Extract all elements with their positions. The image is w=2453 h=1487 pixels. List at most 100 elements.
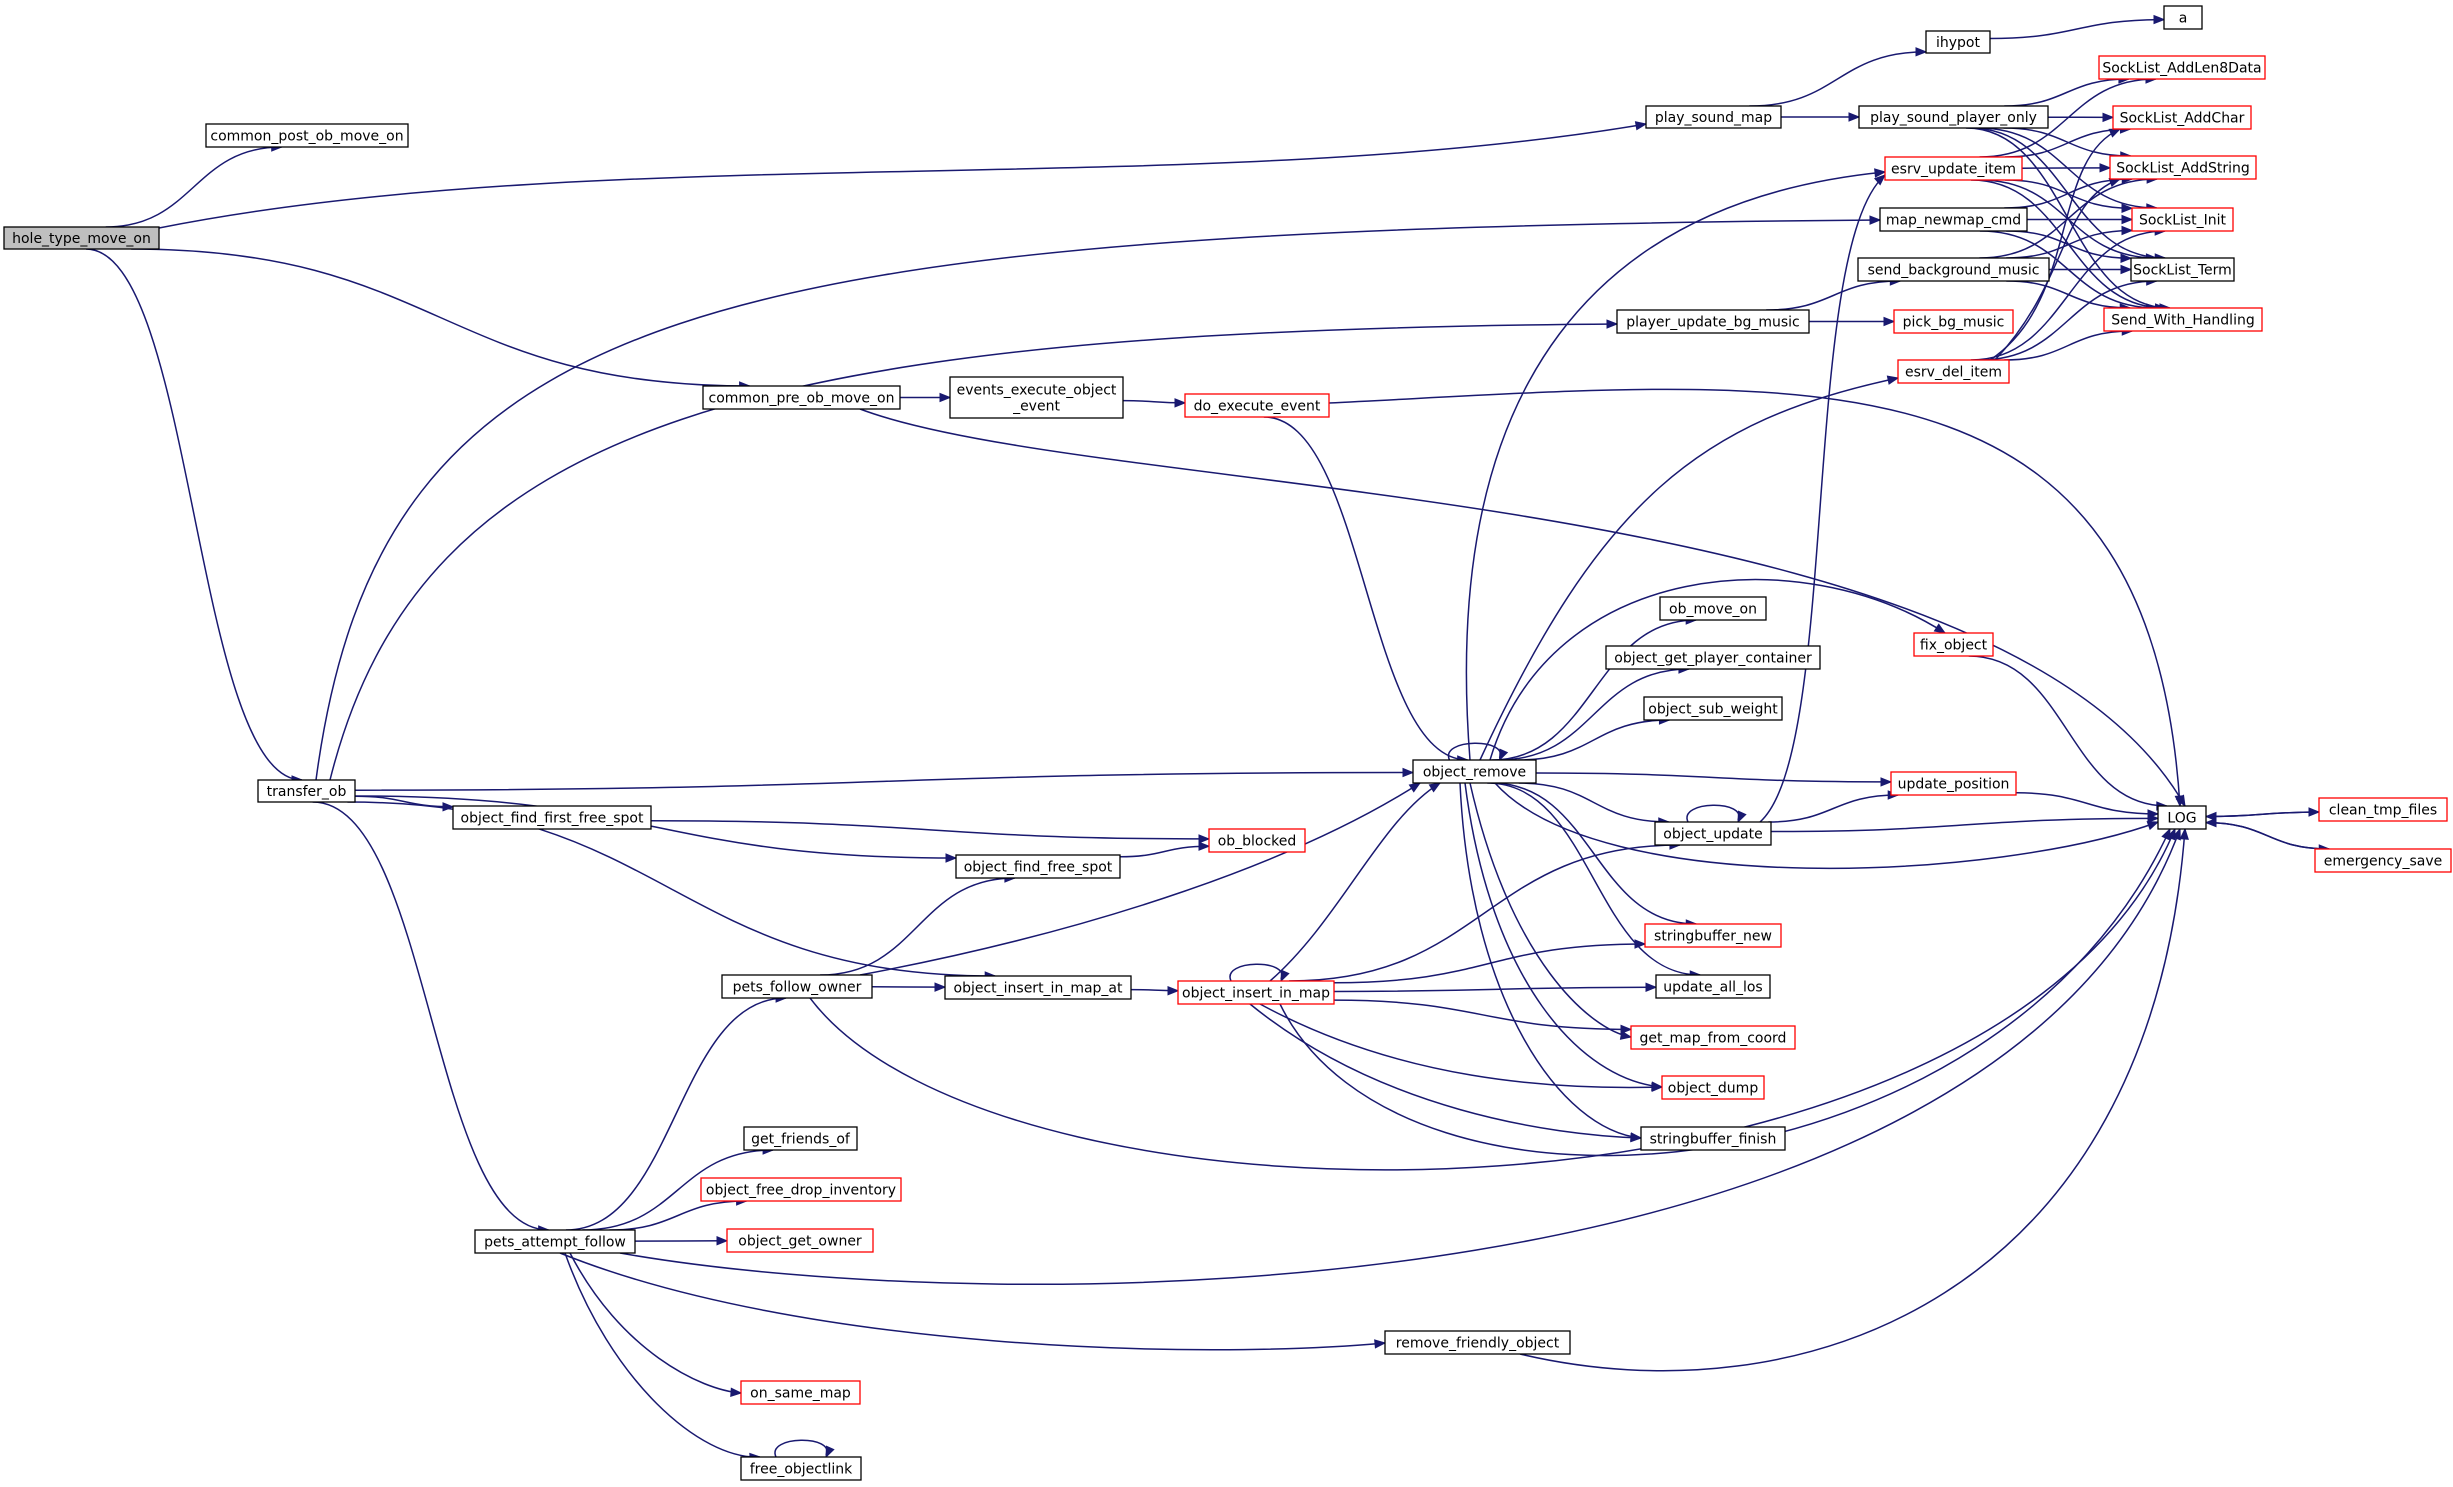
node-events-execute-object-event[interactable]: events_execute_object_event [949, 376, 1124, 419]
node-common-post-ob-move-on[interactable]: common_post_ob_move_on [205, 123, 409, 148]
node-box [1893, 309, 2014, 334]
node-pick-bg-music[interactable]: pick_bg_music [1893, 309, 2014, 334]
edge-arrowhead [1198, 841, 1211, 851]
node-box [474, 1229, 636, 1254]
node-box [740, 1456, 862, 1481]
node-fix-object[interactable]: fix_object [1913, 632, 1994, 657]
call-edge-hole_type_move_on-to-play_sound_map [158, 123, 1647, 229]
node-box [1643, 696, 1783, 721]
edge-arrowhead [2121, 203, 2134, 213]
edge-arrowhead [1737, 810, 1747, 824]
node-object-insert-in-map[interactable]: object_insert_in_map [1177, 980, 1335, 1005]
call-edge-remove_friendly_object-to-LOG [1519, 828, 2186, 1372]
node-stringbuffer-new[interactable]: stringbuffer_new [1644, 923, 1782, 948]
call-edge-pets_attempt_follow-to-get_friends_of [582, 1149, 774, 1231]
node-send-with-handling[interactable]: Send_With_Handling [2103, 307, 2263, 332]
node-pets-follow-owner[interactable]: pets_follow_owner [721, 974, 873, 999]
edge-arrowhead [730, 1387, 743, 1397]
edge-arrowhead [1408, 782, 1422, 793]
node-socklist-term[interactable]: SockList_Term [2130, 257, 2235, 282]
edge-arrowhead [1933, 623, 1947, 634]
node-play-sound-map[interactable]: play_sound_map [1645, 105, 1782, 129]
node-get-friends-of[interactable]: get_friends_of [743, 1126, 858, 1151]
edge-arrowhead [1886, 375, 1900, 385]
node-label: remove_friendly_object [1396, 1336, 1560, 1352]
node-label: object_dump [1668, 1081, 1759, 1097]
call-edge-pets_attempt_follow-to-free_objectlink [564, 1252, 761, 1458]
node-label: object_get_player_container [1614, 651, 1812, 667]
node-map-newmap-cmd[interactable]: map_newmap_cmd [1879, 207, 2028, 232]
node-label: hole_type_move_on [12, 231, 151, 247]
node-socklist-addstring[interactable]: SockList_AddString [2109, 155, 2257, 180]
edge-arrowhead [1620, 1024, 1633, 1035]
edge-arrowhead [1634, 939, 1647, 949]
call-edge-pets_attempt_follow-to-remove_friendly_object [559, 1252, 1386, 1351]
node-label: SockList_Term [2133, 263, 2232, 279]
node-object-free-drop-inventory[interactable]: object_free_drop_inventory [700, 1177, 902, 1202]
node-box [726, 1228, 874, 1253]
call-edge-play_sound_map-to-ihypot [1749, 51, 1927, 107]
node-label: get_friends_of [751, 1132, 851, 1148]
node-free-objectlink[interactable]: free_objectlink [740, 1456, 862, 1481]
node-transfer-ob[interactable]: transfer_ob [257, 779, 356, 803]
node-object-remove[interactable]: object_remove [1412, 759, 1537, 784]
node-do-execute-event[interactable]: do_execute_event [1184, 393, 1330, 418]
node-remove-friendly-object[interactable]: remove_friendly_object [1384, 1330, 1571, 1355]
node-update-position[interactable]: update_position [1890, 771, 2017, 796]
node-label: free_objectlink [750, 1462, 853, 1478]
call-edge-clean_tmp_files-to-LOG [2205, 811, 2320, 818]
node-emergency-save[interactable]: emergency_save [2314, 848, 2452, 873]
node-pets-attempt-follow[interactable]: pets_attempt_follow [474, 1229, 636, 1254]
node-ihypot[interactable]: ihypot [1925, 30, 1991, 54]
node-socklist-addlen8data[interactable]: SockList_AddLen8Data [2098, 55, 2266, 80]
node-send-background-music[interactable]: send_background_music [1857, 257, 2050, 282]
node-stringbuffer-finish[interactable]: stringbuffer_finish [1640, 1126, 1786, 1151]
node-box [2157, 805, 2207, 830]
node-on-same-map[interactable]: on_same_map [740, 1380, 861, 1405]
node-log[interactable]: LOG [2157, 805, 2207, 830]
edge-arrowhead [1645, 982, 1658, 992]
call-edge-object_remove-to-object_update [1518, 782, 1669, 823]
node-object-sub-weight[interactable]: object_sub_weight [1643, 696, 1783, 721]
node-object-dump[interactable]: object_dump [1661, 1075, 1765, 1100]
node-object-get-player-container[interactable]: object_get_player_container [1605, 645, 1821, 670]
node-esrv-update-item[interactable]: esrv_update_item [1884, 156, 2023, 181]
node-player-update-bg-music[interactable]: player_update_bg_music [1616, 309, 1810, 334]
node-object-update[interactable]: object_update [1654, 821, 1772, 846]
node-label: on_same_map [750, 1386, 851, 1402]
node-hole-type-move-on[interactable]: hole_type_move_on [3, 226, 160, 250]
node-ob-blocked[interactable]: ob_blocked [1208, 828, 1306, 853]
node-label: map_newmap_cmd [1886, 213, 2021, 229]
call-edge-hole_type_move_on-to-common_post_ob_move_on [105, 146, 282, 228]
node-box [702, 385, 901, 410]
node-common-pre-ob-move-on[interactable]: common_pre_ob_move_on [702, 385, 901, 410]
node-object-get-owner[interactable]: object_get_owner [726, 1228, 874, 1253]
node-box [257, 779, 356, 803]
node-socklist-init[interactable]: SockList_Init [2131, 207, 2234, 232]
node-play-sound-player-only[interactable]: play_sound_player_only [1858, 105, 2049, 129]
node-box [740, 1380, 861, 1405]
call-edge-object_update-to-LOG [1770, 817, 2159, 833]
node-clean-tmp-files[interactable]: clean_tmp_files [2318, 797, 2448, 822]
edge-arrowhead [1869, 215, 1882, 225]
edge-arrowhead [825, 1445, 835, 1459]
node-update-all-los[interactable]: update_all_los [1655, 974, 1771, 999]
node-ob-move-on[interactable]: ob_move_on [1659, 596, 1767, 621]
node-object-find-first-free-spot[interactable]: object_find_first_free_spot [452, 805, 652, 830]
node-label: object_find_free_spot [964, 860, 1113, 876]
node-a[interactable]: a [2163, 5, 2203, 30]
edge-arrowhead [2161, 827, 2171, 841]
call-edge-pets_follow_owner-to-object_find_free_spot [820, 877, 1015, 976]
node-get-map-from-coord[interactable]: get_map_from_coord [1630, 1025, 1796, 1050]
node-socklist-addchar[interactable]: SockList_AddChar [2112, 105, 2252, 130]
node-box [1913, 632, 1994, 657]
call-edge-transfer_ob-to-pets_attempt_follow [312, 801, 549, 1231]
node-object-find-free-spot[interactable]: object_find_free_spot [955, 854, 1121, 879]
call-edge-pets_follow_owner-to-object_remove [859, 782, 1421, 976]
node-object-insert-in-map-at[interactable]: object_insert_in_map_at [944, 975, 1132, 1000]
call-edge-object_remove-to-stringbuffer_new [1491, 782, 1697, 925]
node-label: object_get_owner [738, 1234, 862, 1250]
node-esrv-del-item[interactable]: esrv_del_item [1897, 359, 2010, 384]
edge-arrowhead [1606, 319, 1619, 329]
node-label: do_execute_event [1194, 399, 1321, 415]
